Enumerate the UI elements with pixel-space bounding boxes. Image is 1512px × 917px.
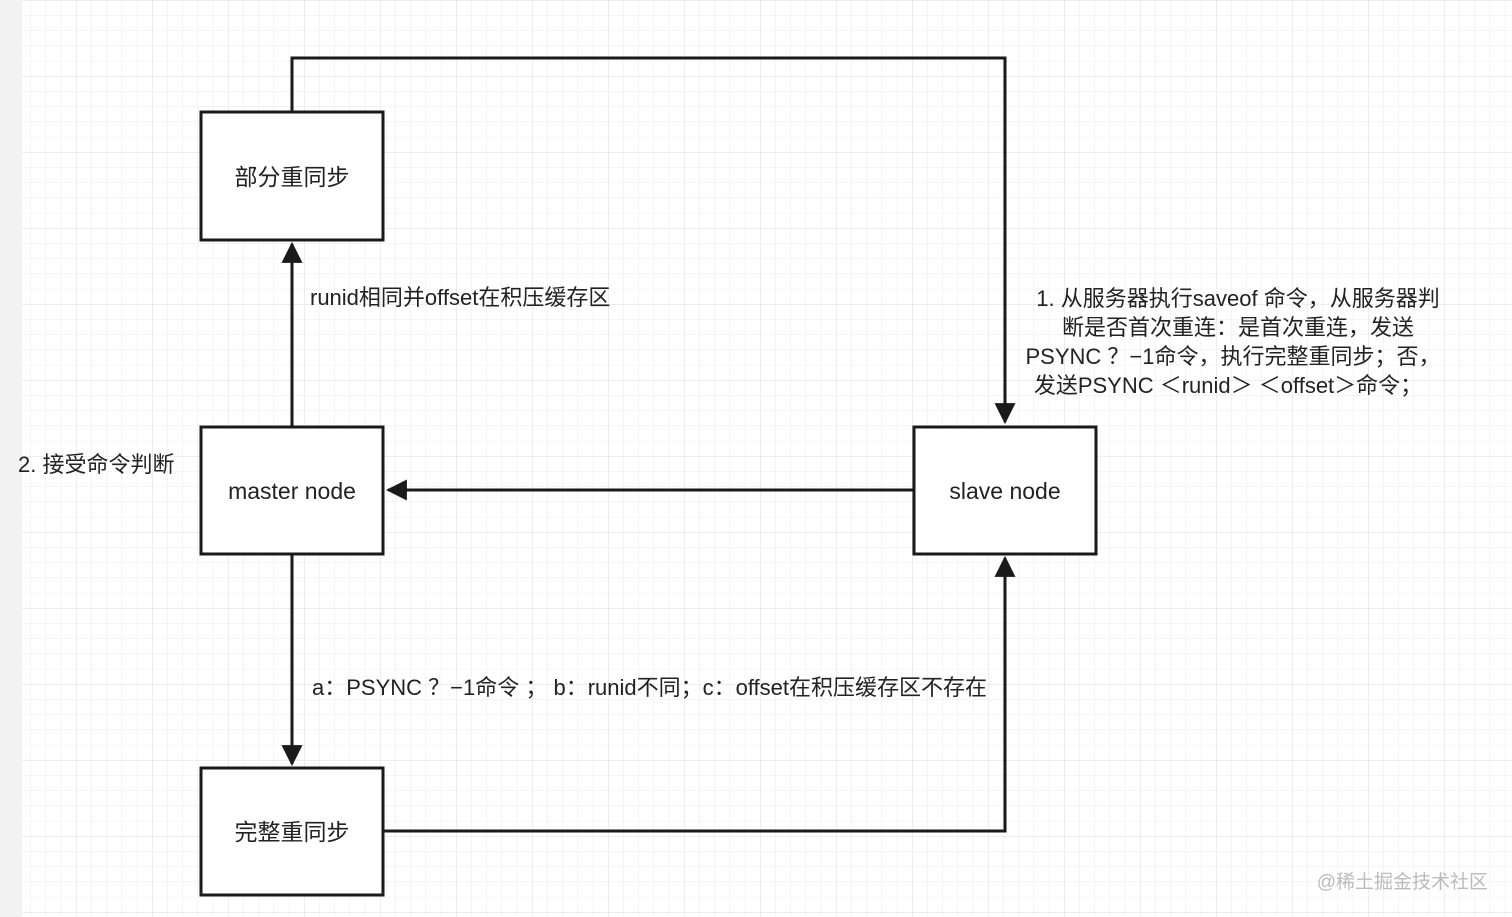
slave-desc-line-3: PSYNC ？−1命令，执行完整重同步；否， [1026,344,1441,369]
label-full-condition: a：PSYNC ？−1命令 ； b：runid不同；c：offset在积压缓存区… [312,675,987,700]
node-master[interactable]: master node [199,425,385,556]
slave-desc-line-4: 发送PSYNC ＜runid＞ ＜offset＞命令； [1034,373,1422,398]
label-master-judge: 2. 接受命令判断 [18,452,174,477]
node-slave-label: slave node [949,478,1060,504]
watermark: @稀土掘金技术社区 [1317,871,1488,893]
label-partial-condition: runid相同并offset在积压缓存区 [310,285,610,310]
slave-desc-line-1: 1. 从服务器执行saveof 命令，从服务器判 [1036,286,1439,311]
node-partial-resync[interactable]: 部分重同步 [199,110,385,242]
connectors [281,56,1016,833]
label-slave-description: 1. 从服务器执行saveof 命令，从服务器判 断是否首次重连：是首次重连，发… [1026,286,1441,398]
node-full-resync-label: 完整重同步 [235,819,350,845]
slave-desc-line-2: 断是否首次重连：是首次重连，发送 [1062,315,1414,340]
node-master-label: master node [228,478,356,504]
edge-partial-to-slave [290,56,1016,425]
node-full-resync[interactable]: 完整重同步 [199,766,385,897]
edge-full-to-slave [384,555,1016,833]
node-slave[interactable]: slave node [912,425,1098,556]
node-partial-resync-label: 部分重同步 [235,164,350,190]
